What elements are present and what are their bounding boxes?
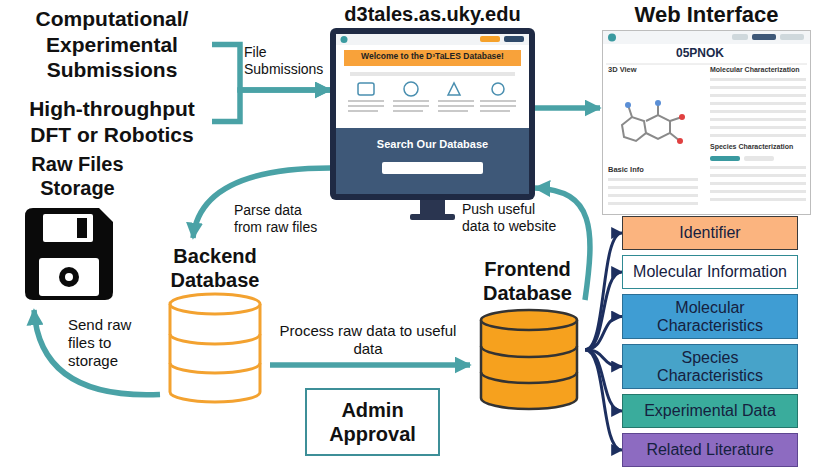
source-text: Computational/ Experimental Submissions xyxy=(12,6,212,83)
floppy-icon xyxy=(25,208,113,300)
screen-heading: 05PNOK xyxy=(640,47,760,61)
node-label: Computational/ Experimental Submissions xyxy=(12,6,212,83)
screen-banner-text: Welcome to the D³TaLES Database! xyxy=(344,52,521,62)
flow-arrow xyxy=(212,90,330,122)
node-label: Molecular Characteristics xyxy=(627,299,793,334)
fan-arrow xyxy=(585,272,622,350)
edge-label: Send raw files to storage xyxy=(68,316,162,370)
source-text: High-throughput DFT or Robotics xyxy=(12,96,212,147)
category-box: Species Characteristics xyxy=(622,344,798,389)
node-label: Web Interface xyxy=(600,2,813,28)
flow-arrow xyxy=(535,105,600,111)
category-box: Experimental Data xyxy=(622,394,798,428)
flow-arrow xyxy=(270,362,470,368)
flow-arrow xyxy=(212,44,330,90)
node-label: Experimental Data xyxy=(627,402,793,420)
node-label: Frontend Database xyxy=(470,257,585,305)
edge-label: File Submissions xyxy=(244,44,328,78)
node-label: Molecular Information xyxy=(627,263,793,281)
node-label: Admin Approval xyxy=(311,398,434,446)
category-box: Related Literature xyxy=(622,433,798,467)
web-interface-panel: Web Interface xyxy=(600,0,813,218)
node-label: Raw Files Storage xyxy=(5,152,150,200)
frontend-database: Frontend Database xyxy=(470,255,585,413)
category-box: Identifier xyxy=(622,216,798,250)
node-label: Backend Database xyxy=(160,244,270,292)
screen-section: Species Characterization xyxy=(710,143,810,151)
flow-arrow xyxy=(193,168,330,238)
node-label: High-throughput DFT or Robotics xyxy=(12,96,212,147)
screen-section: 3D View xyxy=(608,66,688,75)
approval-box: Admin Approval xyxy=(305,388,440,456)
fan-arrow xyxy=(585,233,622,350)
raw-storage: Raw Files Storage xyxy=(5,150,150,310)
fan-arrow xyxy=(585,317,622,350)
backend-database: Backend Database xyxy=(160,238,270,408)
edge-label: Process raw data to useful data xyxy=(268,322,468,358)
edge-label: Push useful data to website xyxy=(462,201,560,235)
screen-section: Basic Info xyxy=(608,166,688,175)
category-box: Molecular Information xyxy=(622,255,798,289)
screen-section: Molecular Characterization xyxy=(710,66,810,74)
backend-cylinder xyxy=(165,292,265,406)
fan-arrow xyxy=(585,350,622,450)
category-box: Molecular Characteristics xyxy=(622,294,798,339)
node-label: Identifier xyxy=(627,224,793,242)
screen-search-text: Search Our Database xyxy=(336,138,529,151)
node-label: Related Literature xyxy=(627,441,793,459)
node-label: d3tales.as.uky.edu xyxy=(330,2,535,26)
node-label: Species Characteristics xyxy=(627,349,793,384)
frontend-cylinder xyxy=(477,308,581,412)
edge-label: Parse data from raw files xyxy=(234,202,330,236)
